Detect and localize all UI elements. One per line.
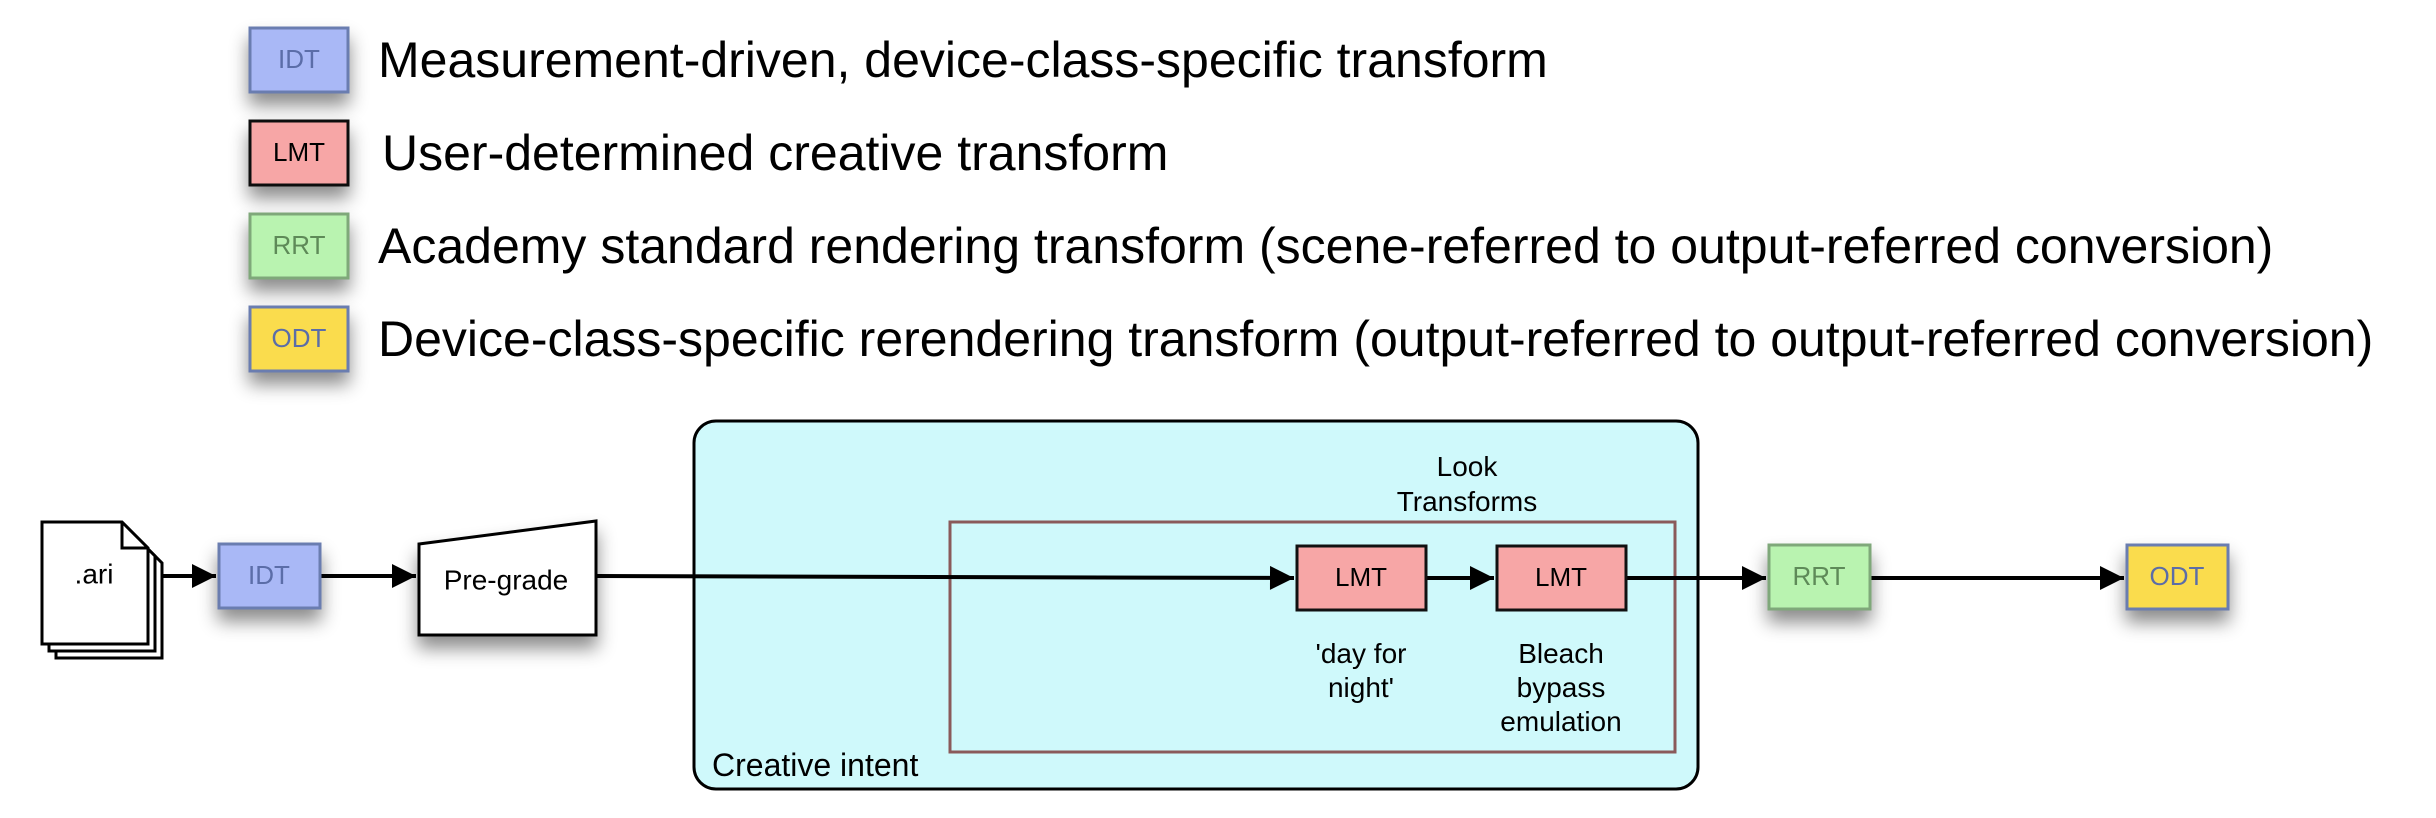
legend-item-idt: IDT Measurement-driven, device-class-spe… [248, 26, 1548, 94]
lmt1-label: LMT [1335, 562, 1387, 592]
legend-item-lmt: LMT User-determined creative transform [248, 119, 1168, 187]
lmt1-box [1295, 544, 1428, 612]
look-transforms-label-line2: Transforms [1397, 486, 1538, 517]
legend-item-odt: ODT Device-class-specific rerendering tr… [248, 305, 2373, 373]
rrt-box [1767, 543, 1872, 611]
legend-odt-swatch [248, 305, 350, 373]
file-corner-fold [120, 522, 148, 550]
ari-file-stack: .ari [40, 520, 164, 660]
lmt2-caption-line3: emulation [1500, 706, 1621, 737]
lmt2-node: LMT Bleach bypass emulation [1495, 544, 1628, 737]
look-transforms-group: Look Transforms [948, 451, 1677, 754]
pregrade-shape [417, 519, 598, 637]
file-label: .ari [75, 558, 114, 589]
legend-idt-text: Measurement-driven, device-class-specifi… [378, 32, 1548, 88]
legend: IDT Measurement-driven, device-class-spe… [248, 26, 2373, 373]
legend-rrt-code: RRT [273, 230, 326, 260]
legend-rrt-swatch [248, 212, 350, 280]
idt-label: IDT [248, 560, 290, 590]
legend-item-rrt: RRT Academy standard rendering transform… [248, 212, 2273, 280]
legend-lmt-text: User-determined creative transform [382, 125, 1168, 181]
connectors [162, 564, 2124, 590]
legend-odt-code: ODT [272, 323, 327, 353]
legend-lmt-code: LMT [273, 137, 325, 167]
legend-idt-swatch [248, 26, 350, 94]
lmt1-node: LMT 'day for night' [1295, 544, 1428, 703]
lmt2-box [1495, 544, 1628, 612]
creative-intent-label: Creative intent [712, 747, 918, 783]
pregrade-label: Pre-grade [444, 564, 569, 595]
creative-intent-box [692, 419, 1700, 791]
legend-lmt-swatch [248, 119, 350, 187]
look-transforms-label-line1: Look [1437, 451, 1499, 482]
lmt1-caption-line1: 'day for [1316, 638, 1407, 669]
rrt-label: RRT [1793, 561, 1846, 591]
file-sheet-front [40, 520, 150, 646]
idt-box [217, 542, 322, 610]
lmt2-caption-line1: Bleach [1518, 638, 1604, 669]
legend-rrt-text: Academy standard rendering transform (sc… [378, 218, 2273, 274]
rrt-node: RRT [1767, 543, 1872, 611]
look-transforms-box [948, 520, 1677, 754]
arrow-pregrade-to-lmt1 [596, 565, 1295, 590]
odt-box [2125, 543, 2230, 611]
legend-odt-text: Device-class-specific rerendering transf… [378, 311, 2373, 367]
lmt2-caption-line2: bypass [1517, 672, 1606, 703]
lmt1-caption-line2: night' [1328, 672, 1394, 703]
idt-node: IDT [217, 542, 322, 610]
odt-node: ODT [2125, 543, 2230, 611]
lmt2-label: LMT [1535, 562, 1587, 592]
odt-label: ODT [2150, 561, 2205, 591]
legend-idt-code: IDT [278, 44, 320, 74]
creative-intent-group: Creative intent [692, 419, 1700, 791]
pregrade-node: Pre-grade [417, 519, 598, 637]
